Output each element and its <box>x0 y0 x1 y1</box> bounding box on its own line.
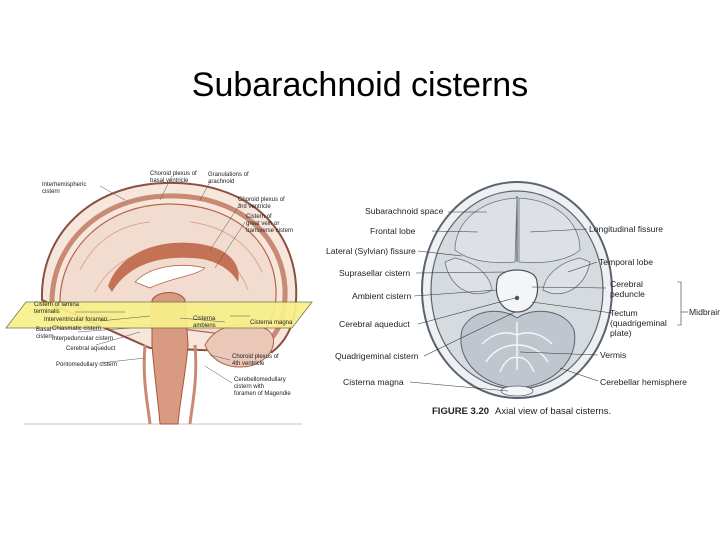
label-temporal-lobe: Temporal lobe <box>599 257 653 267</box>
figure-caption-number: FIGURE 3.20 <box>432 406 489 417</box>
label-interpeduncular-cistern: Interpeduncular cistern <box>52 336 113 342</box>
label-interhemispheric-2: cistern <box>42 189 60 195</box>
label-longitudinal-fissure: Longitudinal fissure <box>589 224 663 234</box>
label-ambient-cistern: Ambient cistern <box>352 291 411 301</box>
highlight-band <box>5 301 313 329</box>
label-granulations-2: arachnoid <box>208 179 234 185</box>
corpus-callosum <box>108 242 239 292</box>
label-cerebellomedullary-3: foramen of Magendie <box>234 391 291 397</box>
label-cisterna-magna: Cisterna magna <box>343 377 404 387</box>
label-interventricular-foramen: Interventricular foramen <box>44 317 107 323</box>
label-choroid-plexus-3rd: Choroid plexus of <box>238 197 285 203</box>
label-vermis: Vermis <box>600 350 626 360</box>
label-subarachnoid-space: Subarachnoid space <box>365 206 444 216</box>
label-choroid-plexus-3rd-2: 3rd ventricle <box>238 204 271 210</box>
label-cerebral-aqueduct-sag: Cerebral aqueduct <box>66 346 116 352</box>
axial-figure: Subarachnoid space Frontal lobe Lateral … <box>326 181 720 417</box>
label-cerebellar-hemisphere: Cerebellar hemisphere <box>600 377 687 387</box>
label-cistern-great-vein: Cistern of <box>246 214 272 220</box>
label-lamina-terminalis-2: terminalis <box>34 309 60 315</box>
label-choroid-fourth-2: 4th ventricle <box>232 361 265 367</box>
label-basal-cistern: Basal <box>36 327 51 333</box>
label-cerebral-peduncle-2: peduncle <box>610 289 645 299</box>
sagittal-figure: Choroid plexus of basal ventricle Granul… <box>5 168 313 425</box>
label-cerebellomedullary-2: cistern with <box>234 384 264 390</box>
lateral-ventricle <box>134 265 206 289</box>
label-cisterna-ambiens-2: ambiens <box>193 323 216 329</box>
label-tectum: Tectum <box>610 308 638 318</box>
axial-cerebellum <box>460 310 576 389</box>
label-suprasellar-cistern: Suprasellar cistern <box>339 268 410 278</box>
axial-midbrain <box>495 269 539 313</box>
label-tectum-2: (quadrigeminal <box>610 318 667 328</box>
label-interhemispheric: Interhemispheric <box>42 182 86 188</box>
figure-caption-text: Axial view of basal cisterns. <box>495 406 611 417</box>
label-basal-cistern-2: cistern <box>36 334 54 340</box>
label-choroid-fourth: Choroid plexus of <box>232 354 279 360</box>
label-choroid-plexus-third-2: basal ventricle <box>150 178 189 184</box>
label-lamina-terminalis: Cistern of lamina <box>34 302 80 308</box>
label-cisterna-magna-sag: Cisterna magna <box>250 320 293 326</box>
label-tectum-3: plate) <box>610 328 632 338</box>
page-title: Subarachnoid cisterns <box>191 66 529 104</box>
label-cistern-great-vein-2: great vein or <box>246 221 279 227</box>
label-cerebellomedullary: Cerebellomedullary <box>234 377 286 383</box>
label-midbrain: Midbrain <box>689 307 720 317</box>
label-frontal-lobe: Frontal lobe <box>370 226 416 236</box>
label-cerebral-peduncle: Cerebral <box>610 279 643 289</box>
label-chiasmatic-cistern: Chiasmatic cistern <box>52 326 101 332</box>
label-granulations: Granulations of <box>208 172 249 178</box>
label-cistern-great-vein-3: transverse cistern <box>246 228 293 234</box>
label-choroid-plexus-third: Choroid plexus of <box>150 171 197 177</box>
label-cerebral-aqueduct: Cerebral aqueduct <box>339 319 410 329</box>
label-lateral-fissure: Lateral (Sylvian) fissure <box>326 246 416 256</box>
label-cisterna-ambiens: Cisterna <box>193 316 216 322</box>
label-pontomedullary: Pontomedullary cistern <box>56 362 117 368</box>
label-quadrigeminal-cistern: Quadrigeminal cistern <box>335 351 419 361</box>
